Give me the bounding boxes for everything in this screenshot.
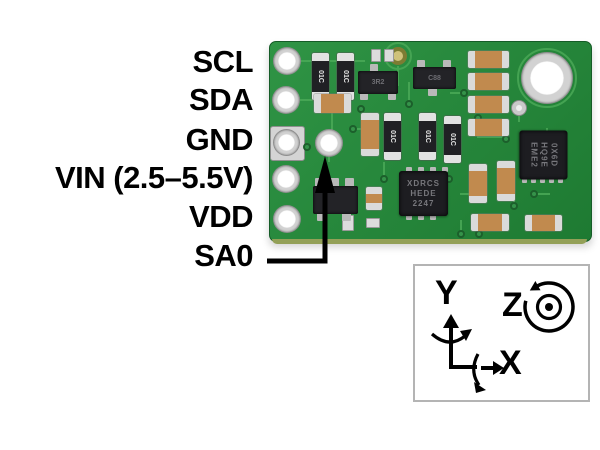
- through-hole-vin: [273, 166, 299, 192]
- sot23-5-regulator: [313, 186, 358, 214]
- mounting-hole: [522, 53, 572, 103]
- capacitor: [314, 94, 351, 113]
- z-axis-label: Z: [502, 286, 523, 324]
- resistor: 01C: [337, 53, 354, 100]
- via: [357, 105, 365, 113]
- pin-label-vdd: VDD: [189, 199, 253, 234]
- sot23-transistor: 3R2: [358, 71, 398, 94]
- via: [510, 202, 518, 210]
- pcb-board: 01C 01C 01C 01C 01C 3R2 C88: [269, 41, 592, 242]
- capacitor: [525, 215, 562, 231]
- capacitor: [471, 214, 509, 231]
- sot23-transistor: C88: [413, 67, 456, 89]
- via: [475, 230, 483, 238]
- via: [380, 175, 388, 183]
- through-hole-vdd: [274, 206, 300, 232]
- pin-label-sa0: SA0: [194, 238, 253, 273]
- through-hole-sda: [273, 87, 299, 113]
- capacitor: [468, 119, 509, 136]
- via: [303, 143, 311, 151]
- resistor: 01C: [384, 113, 401, 160]
- via: [457, 230, 465, 238]
- resistor: 01C: [312, 53, 329, 100]
- capacitor: [497, 161, 515, 201]
- y-axis-label: Y: [435, 274, 458, 312]
- resistor: 01C: [419, 113, 436, 160]
- solder-pad: [371, 49, 381, 62]
- via: [349, 125, 357, 133]
- ic-right: 0X6D HQ9E EME2: [519, 130, 568, 180]
- through-hole-scl: [274, 48, 300, 74]
- pin-label-vin: VIN (2.5–5.5V): [54, 160, 254, 195]
- pin-label-scl: SCL: [192, 44, 254, 79]
- capacitor: [361, 113, 379, 156]
- solder-pad: [366, 218, 380, 228]
- through-hole-gnd: [274, 130, 299, 155]
- through-hole-sa0: [316, 130, 342, 156]
- capacitor: [468, 73, 509, 90]
- capacitor: [468, 51, 509, 68]
- axis-arrows: [430, 281, 575, 393]
- resistor: 01C: [444, 116, 461, 163]
- via: [502, 135, 510, 143]
- via: [460, 89, 468, 97]
- pcb-side-edge: [272, 239, 587, 244]
- pin-label-sda: SDA: [189, 82, 253, 117]
- capacitor: [468, 96, 509, 113]
- x-axis-label: X: [499, 344, 522, 382]
- ic-center: XDRCS HEDE 2247: [399, 171, 448, 216]
- via: [405, 100, 413, 108]
- via: [530, 190, 538, 198]
- axis-indicator-box: Y Z X: [413, 264, 590, 402]
- pin-label-gnd: GND: [185, 122, 254, 157]
- capacitor: [366, 187, 382, 210]
- solder-pad: [384, 49, 394, 62]
- plated-via: [512, 101, 526, 115]
- capacitor: [469, 164, 487, 203]
